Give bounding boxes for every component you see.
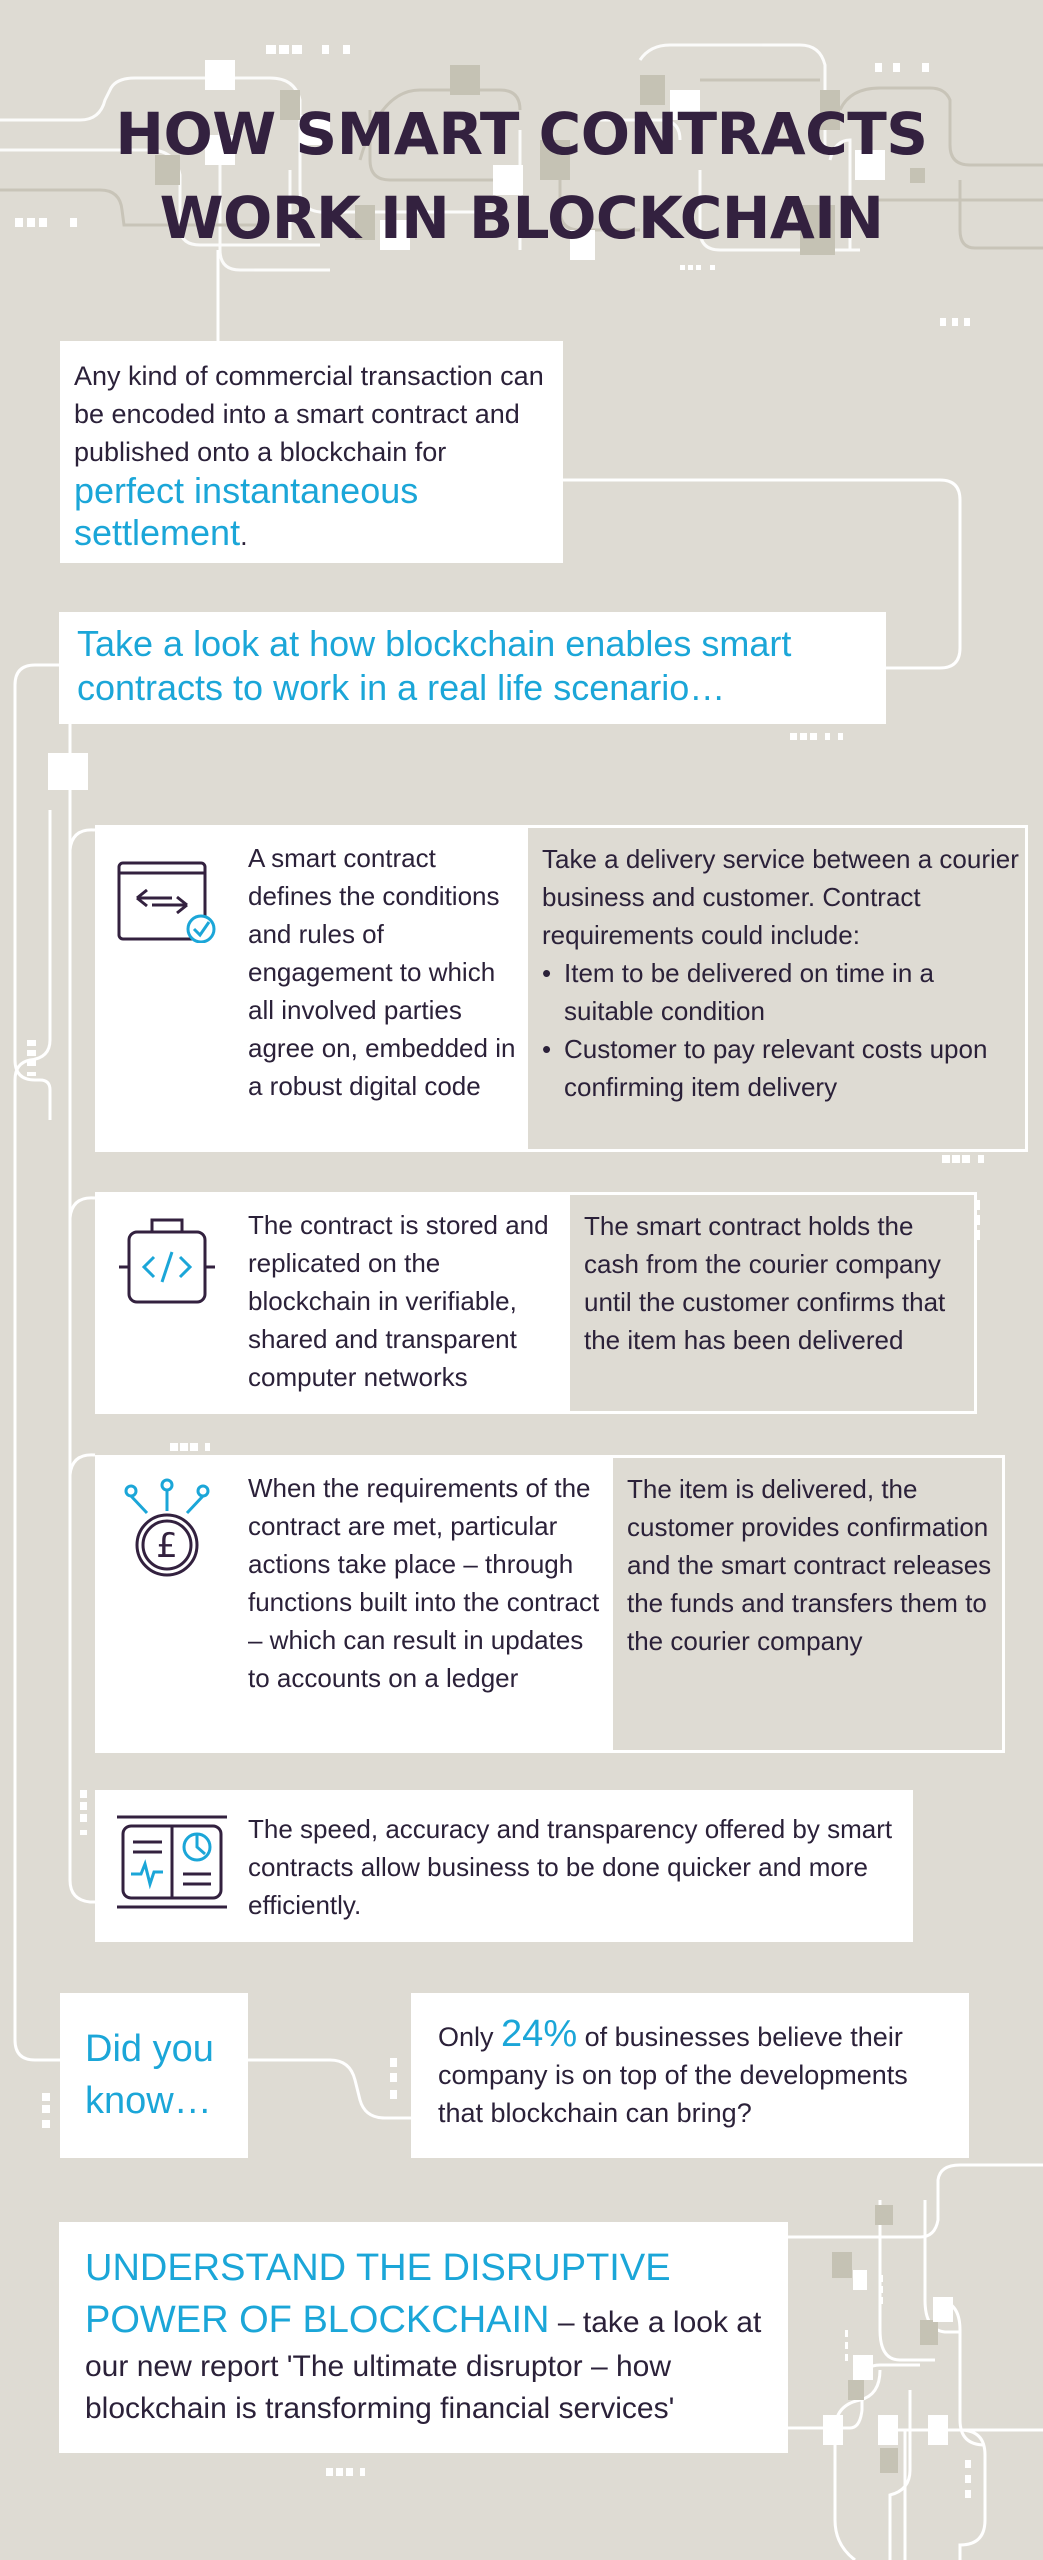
step-3-left-text: When the requirements of the contract ar… (248, 1473, 600, 1693)
step-3-card: £ When the requirements of the contract … (95, 1455, 1005, 1753)
title-line-1: HOW SMART CONTRACTS (115, 100, 928, 168)
step-3-example-text: The item is delivered, the customer prov… (627, 1474, 992, 1656)
step-2-description: The contract is stored and replicated on… (95, 1192, 570, 1414)
step-1-example-text: Take a delivery service between a courie… (542, 840, 1022, 1106)
intro-text: Any kind of commercial transaction can b… (74, 361, 544, 467)
cta-headline[interactable]: UNDERSTAND THE DISRUPTIVE POWER OF BLOCK… (85, 2247, 671, 2341)
step-1-left-text: A smart contract defines the conditions … (248, 843, 516, 1101)
report-cta[interactable]: UNDERSTAND THE DISRUPTIVE POWER OF BLOCK… (59, 2222, 788, 2453)
step-3-example: The item is delivered, the customer prov… (610, 1455, 1005, 1753)
step-2-card: The contract is stored and replicated on… (95, 1192, 977, 1414)
stat-suffix: of businesses believe their company is o… (438, 2022, 908, 2128)
step-1-description: A smart contract defines the conditions … (95, 825, 528, 1152)
code-briefcase-icon (119, 1218, 215, 1304)
step-2-example-text: The smart contract holds the cash from t… (584, 1211, 946, 1355)
cta-text: – take a look at our new report 'The ult… (85, 2306, 762, 2425)
page-title: HOW SMART CONTRACTS WORK IN BLOCKCHAIN (0, 92, 1043, 260)
step-1-example: Take a delivery service between a courie… (525, 825, 1028, 1152)
contract-requirements-list: Item to be delivered on time in a suitab… (542, 954, 1022, 1106)
intro-box: Any kind of commercial transaction can b… (60, 341, 563, 563)
list-item: Customer to pay relevant costs upon conf… (542, 1030, 1022, 1106)
step-1-card: A smart contract defines the conditions … (95, 825, 1028, 1152)
statistic-box: Only 24% of businesses believe their com… (411, 1993, 969, 2158)
stat-value: 24% (501, 2013, 578, 2055)
step-3-description: £ When the requirements of the contract … (95, 1455, 613, 1753)
step-4-description: The speed, accuracy and transparency off… (95, 1790, 913, 1942)
stat-prefix: Only (438, 2022, 494, 2052)
step-1-example-intro: Take a delivery service between a courie… (542, 844, 1019, 950)
title-line-2: WORK IN BLOCKCHAIN (159, 184, 884, 252)
svg-text:£: £ (156, 1526, 178, 1566)
did-you-know-label: Did you know… (60, 1993, 248, 2158)
step-2-left-text: The contract is stored and replicated on… (248, 1210, 549, 1392)
intro-highlight: perfect instantaneous settlement (74, 470, 419, 553)
step-4-text: The speed, accuracy and transparency off… (248, 1814, 893, 1920)
scenario-heading: Take a look at how blockchain enables sm… (59, 612, 886, 724)
step-4-card: The speed, accuracy and transparency off… (95, 1790, 913, 1942)
step-2-example: The smart contract holds the cash from t… (567, 1192, 977, 1414)
contract-exchange-check-icon (117, 861, 216, 943)
dashboard-tablet-icon (117, 1815, 227, 1909)
pound-coin-network-icon: £ (124, 1478, 210, 1577)
intro-end: . (240, 521, 248, 551)
list-item: Item to be delivered on time in a suitab… (542, 954, 1022, 1030)
